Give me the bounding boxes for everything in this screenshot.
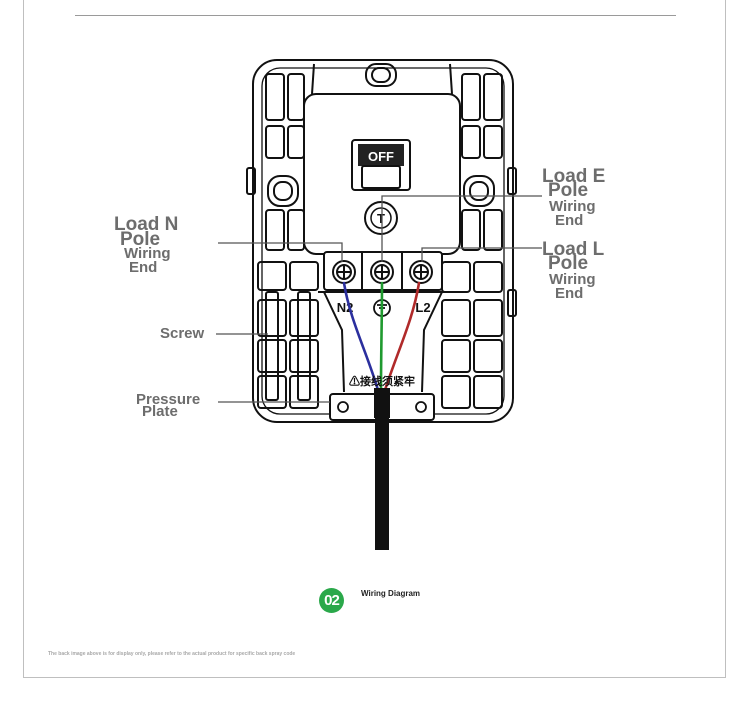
content-frame [23, 0, 726, 678]
wire-live [383, 281, 421, 392]
power-cable [375, 418, 389, 550]
svg-text:Load N: Load N [114, 214, 178, 235]
step-badge: 02 [319, 588, 344, 613]
mounting-holes [267, 63, 495, 207]
svg-text:Wiring: Wiring [549, 271, 596, 288]
svg-text:End: End [555, 285, 583, 302]
svg-text:Plate: Plate [142, 403, 178, 420]
disclaimer-text: The back image above is for display only… [48, 651, 296, 657]
test-button: T [364, 201, 398, 235]
svg-text:Pole: Pole [548, 253, 588, 274]
terminal-screw-l [409, 260, 433, 284]
right-rib-grid [246, 73, 517, 409]
pressure-plate [329, 388, 435, 421]
svg-text:Wiring: Wiring [124, 245, 171, 262]
svg-text:Load E: Load E [542, 166, 605, 187]
svg-text:End: End [555, 212, 583, 229]
wires [342, 281, 421, 392]
screw-slots [265, 291, 311, 401]
svg-text:Load L: Load L [542, 239, 605, 260]
wire-earth [379, 281, 384, 392]
label-pressure-plate: Pressure Plate [136, 391, 200, 420]
switch-text: OFF [368, 149, 394, 164]
svg-text:Wiring: Wiring [549, 198, 596, 215]
svg-text:Pole: Pole [120, 229, 160, 250]
label-load-n: Load N Pole Wiring End [114, 214, 178, 276]
label-load-l: Load L Pole Wiring End [542, 239, 605, 302]
label-screw: Screw [160, 325, 205, 342]
off-switch: OFF [351, 139, 411, 191]
svg-text:Pole: Pole [548, 180, 588, 201]
test-button-text: T [377, 211, 385, 226]
svg-text:Pressure: Pressure [136, 391, 200, 408]
terminal-label-l: L2 [415, 300, 430, 315]
svg-text:End: End [129, 259, 157, 276]
warning-text: ⚠接线须紧牢 [349, 374, 415, 388]
terminal-screw-n [332, 260, 356, 284]
terminal-screw-e [370, 260, 394, 284]
wire-neutral [342, 281, 380, 392]
label-load-e: Load E Pole Wiring End [542, 166, 605, 229]
top-divider [75, 15, 676, 16]
leader-lines [216, 195, 542, 403]
diagram-caption: Wiring Diagram [361, 589, 421, 598]
